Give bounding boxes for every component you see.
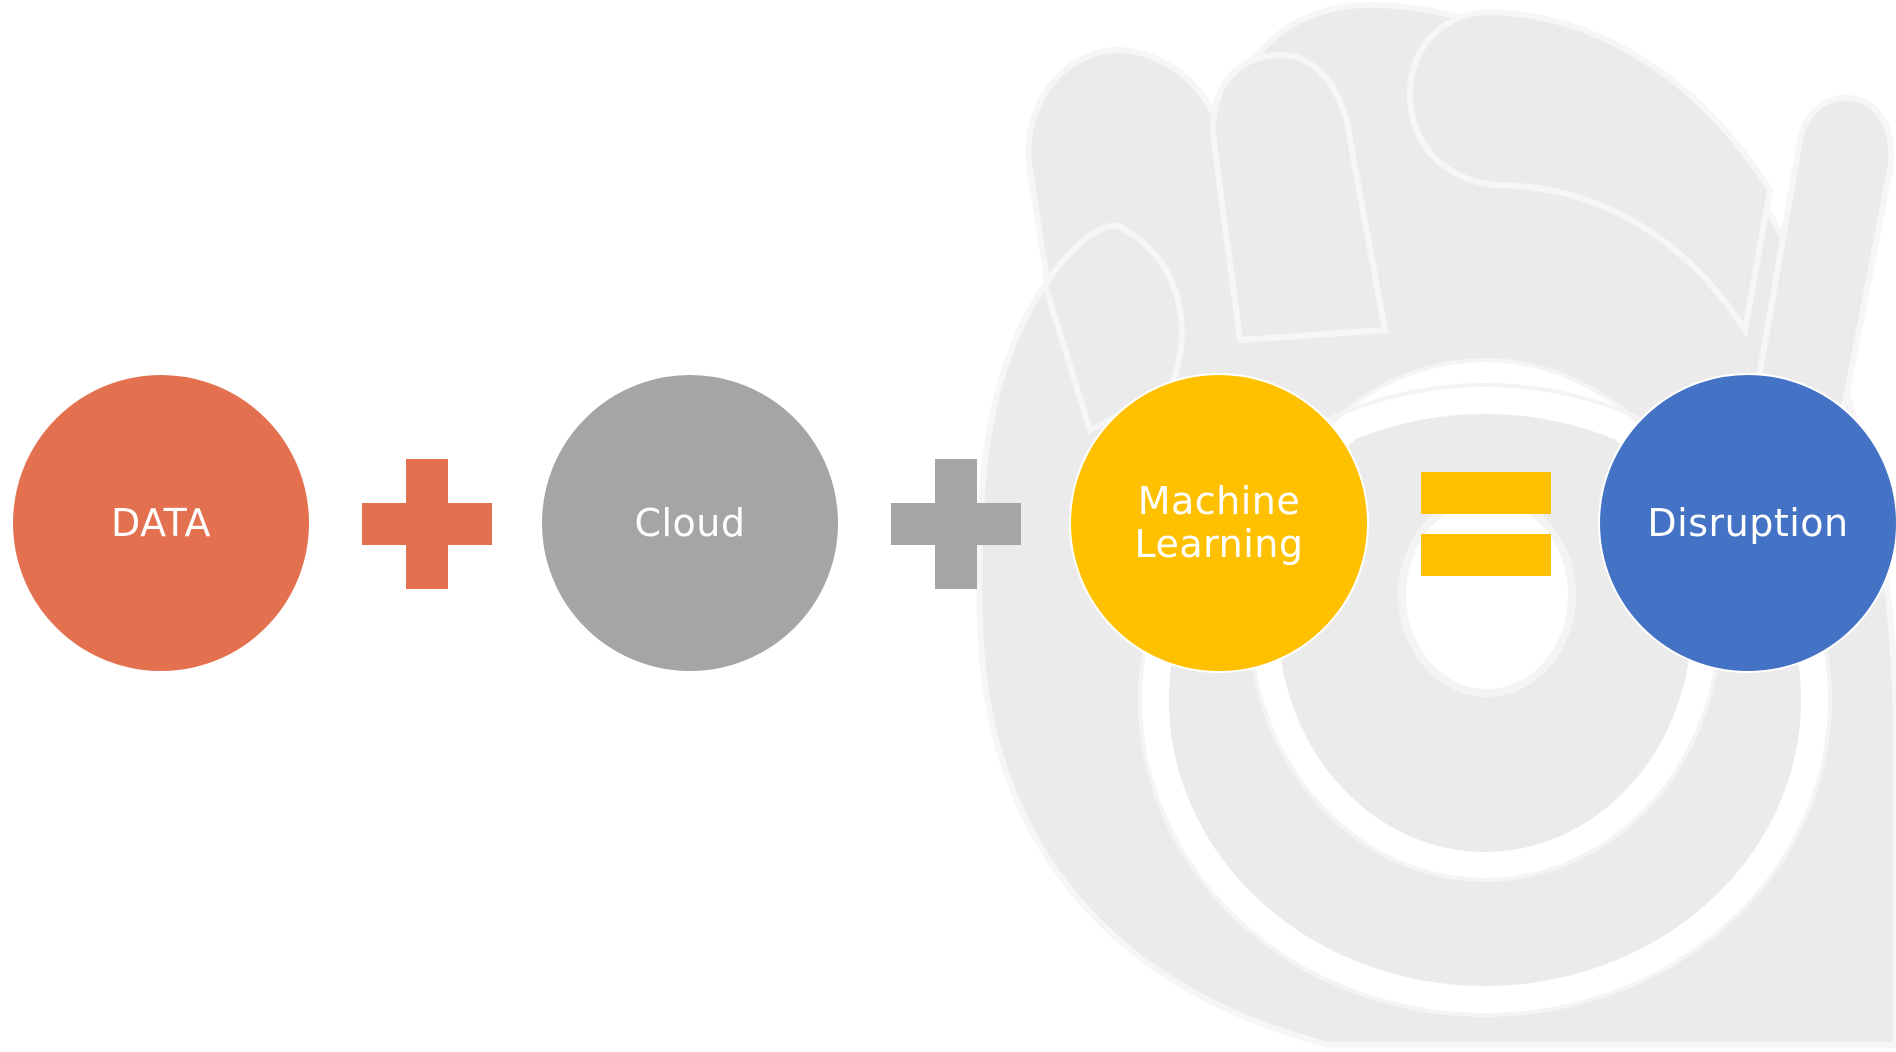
plus-horizontal-bar xyxy=(891,503,1021,545)
disruption-label: Disruption xyxy=(1647,500,1849,545)
disruption-circle: Disruption xyxy=(1598,373,1896,673)
plus-icon xyxy=(891,459,1021,589)
plus-horizontal-bar xyxy=(362,503,492,545)
equals-bottom-bar xyxy=(1421,534,1551,576)
machine-learning-circle: Machine Learning xyxy=(1069,373,1369,673)
equals-top-bar xyxy=(1421,472,1551,514)
plus-icon xyxy=(362,459,492,589)
cloud-circle: Cloud xyxy=(540,373,840,673)
data-circle: DATA xyxy=(11,373,311,673)
cloud-label: Cloud xyxy=(634,500,746,545)
equals-icon xyxy=(1421,472,1551,576)
machine-learning-label: Machine Learning xyxy=(1134,479,1304,566)
data-label: DATA xyxy=(111,500,211,545)
